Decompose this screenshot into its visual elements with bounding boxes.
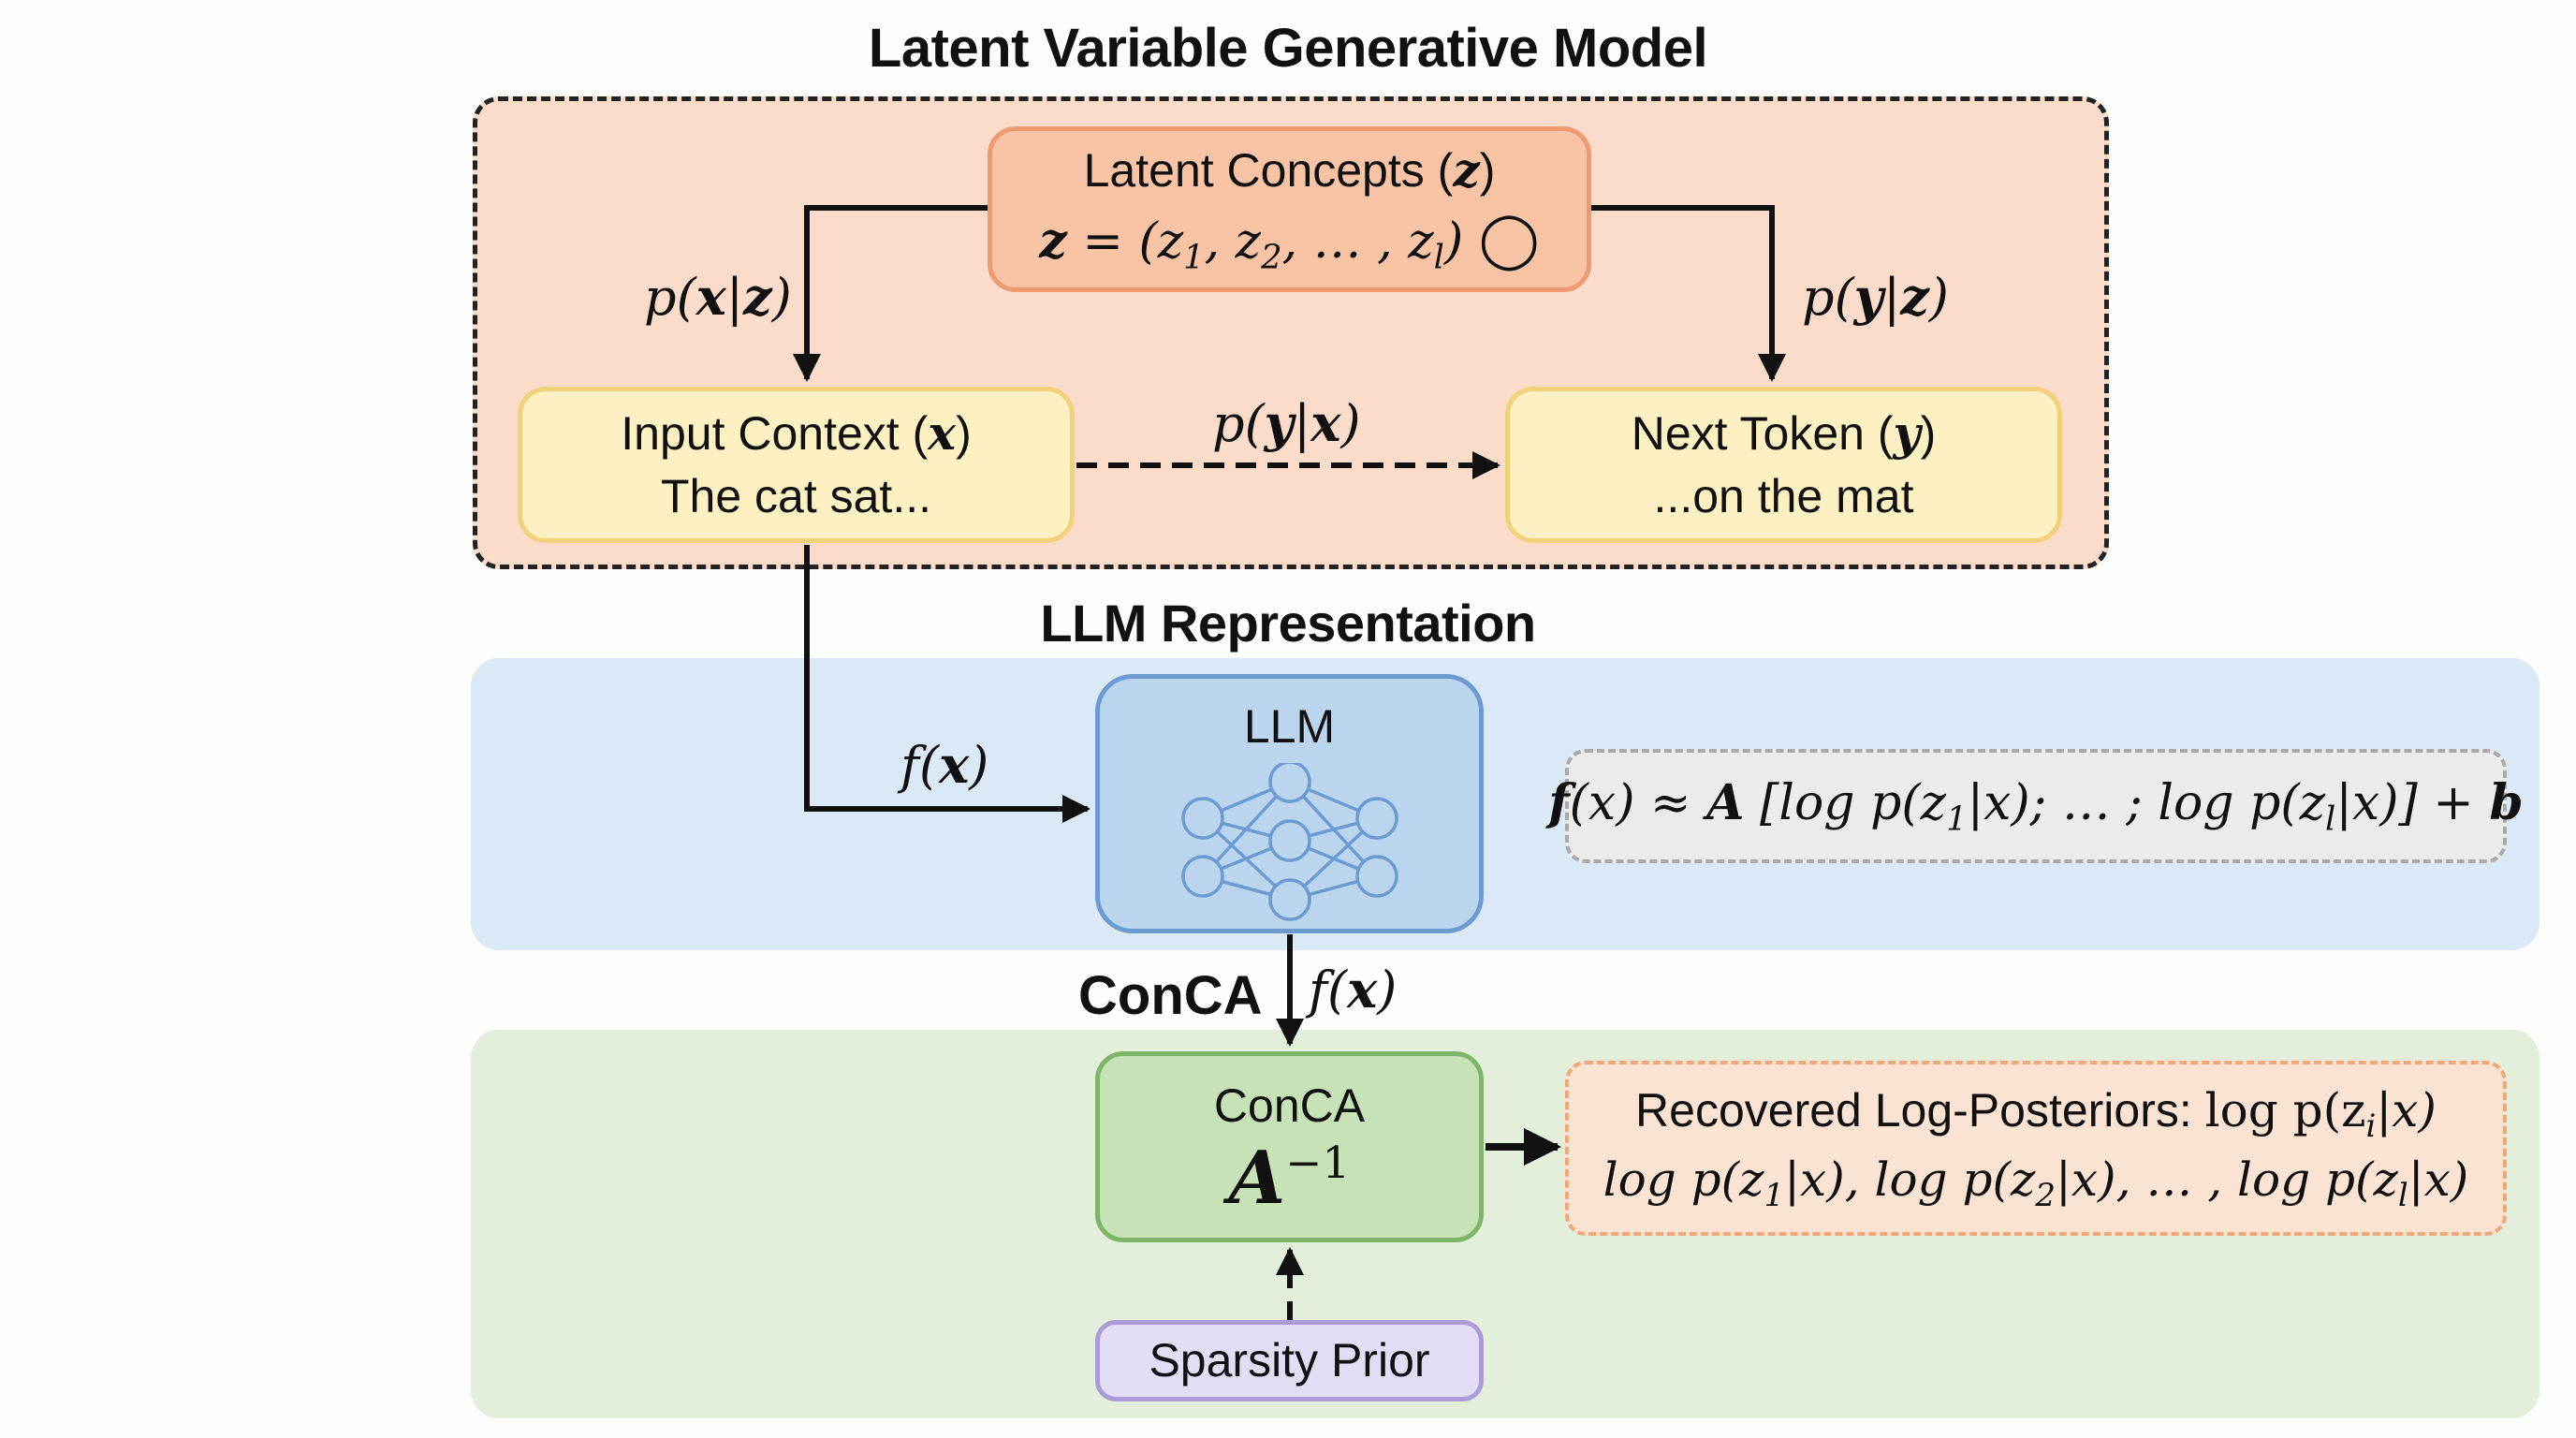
label-p-x-given-z: p(x|z) xyxy=(644,267,792,327)
label-f-x-input: f(x) xyxy=(900,735,989,795)
next-token-example: ...on the mat xyxy=(1653,470,1914,522)
linear-representation-formula: f(x) ≈ A [log p(z1|x); … ; log p(zl|x)] … xyxy=(1548,749,2524,863)
neural-network-icon xyxy=(1180,762,1398,921)
latent-vector-equation: z = (z1, z2, … , zl) ◯ xyxy=(1039,207,1540,277)
latent-concepts-node[interactable]: Latent Concepts (z) z = (z1, z2, … , zl)… xyxy=(988,126,1591,292)
label-p-y-given-z: p(y|z) xyxy=(1802,267,1949,327)
recovered-line-2: log p(z1|x), log p(z2|x), … , log p(zl|x… xyxy=(1603,1152,2469,1214)
latent-concepts-title: Latent Concepts (z) xyxy=(1083,141,1496,198)
llm-label: LLM xyxy=(1243,700,1336,753)
llm-node[interactable]: LLM xyxy=(1095,674,1484,933)
recovered-line-1: Recovered Log-Posteriors: log p(zi|x) xyxy=(1635,1082,2437,1145)
recovered-log-posteriors-box: Recovered Log-Posteriors: log p(zi|x) lo… xyxy=(1565,1061,2507,1236)
input-context-example: The cat sat... xyxy=(660,470,931,522)
generative-model-title: Latent Variable Generative Model xyxy=(868,18,1708,79)
llm-representation-title: LLM Representation xyxy=(1040,594,1536,653)
sparsity-prior-node[interactable]: Sparsity Prior xyxy=(1095,1320,1484,1401)
conca-node[interactable]: ConCA A−1 xyxy=(1095,1051,1484,1242)
conca-label: ConCA xyxy=(1213,1079,1366,1133)
inverse-matrix-operator: A−1 xyxy=(1228,1135,1351,1221)
formula-text: f(x) ≈ A [log p(z1|x); … ; log p(zl|x)] … xyxy=(1548,773,2524,839)
next-token-node[interactable]: Next Token (y) ...on the mat xyxy=(1505,387,2062,543)
sparsity-prior-label: Sparsity Prior xyxy=(1149,1333,1430,1387)
conca-edge-label: ConCA xyxy=(1078,965,1263,1026)
input-context-title: Input Context (x) xyxy=(621,404,972,461)
label-p-y-given-x: p(y|x) xyxy=(1212,393,1361,453)
next-token-title: Next Token (y) xyxy=(1631,404,1937,461)
label-f-x-llm: f(x) xyxy=(1309,960,1398,1020)
circle-icon: ◯ xyxy=(1478,207,1540,271)
input-context-node[interactable]: Input Context (x) The cat sat... xyxy=(518,387,1075,543)
